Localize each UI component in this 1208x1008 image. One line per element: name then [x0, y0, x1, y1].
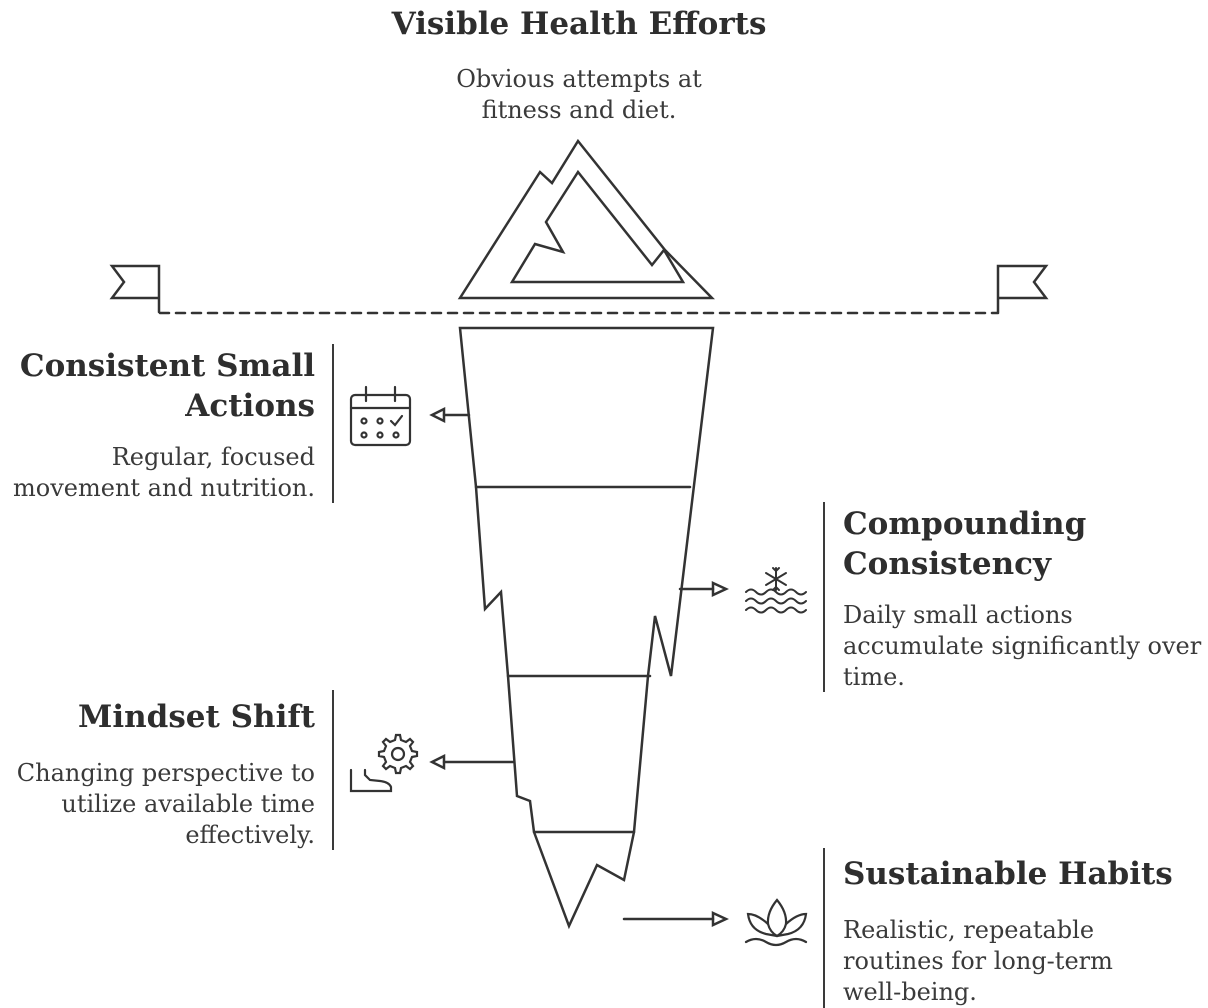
snowflake-waves-icon — [745, 567, 807, 614]
arrow-compounding-consistency — [678, 581, 729, 597]
top-title: Visible Health Efforts — [391, 6, 767, 42]
lotus-icon — [744, 898, 808, 947]
arrow-mindset-shift — [429, 753, 515, 771]
sustainable-habits-desc: Realistic, repeatable routines for long-… — [843, 916, 1113, 1006]
iceberg-tip — [457, 138, 715, 300]
right-flag — [996, 264, 1049, 314]
compounding-consistency-desc: Daily small actions accumulate significa… — [843, 601, 1202, 691]
compounding-consistency-bar — [823, 502, 825, 692]
consistent-small-actions-title: Consistent Small Actions — [19, 348, 315, 424]
left-flag — [109, 264, 161, 314]
consistent-small-actions-desc: Regular, focused movement and nutrition. — [13, 443, 315, 502]
mindset-shift-bar — [332, 690, 334, 850]
arrow-consistent-small-actions — [429, 406, 471, 424]
calendar-check-icon — [349, 385, 412, 447]
mindset-shift-desc: Changing perspective to utilize availabl… — [16, 759, 315, 849]
sustainable-habits-title: Sustainable Habits — [843, 856, 1173, 892]
mindset-shift-title: Mindset Shift — [78, 699, 315, 735]
gear-shoe-icon — [349, 733, 419, 793]
compounding-consistency-title: Compounding Consistency — [843, 506, 1087, 582]
sustainable-habits-bar — [823, 848, 825, 1008]
iceberg-body — [458, 326, 715, 930]
consistent-small-actions-bar — [332, 344, 334, 503]
arrow-sustainable-habits — [622, 911, 729, 927]
top-desc: Obvious attempts at fitness and diet. — [456, 65, 702, 124]
